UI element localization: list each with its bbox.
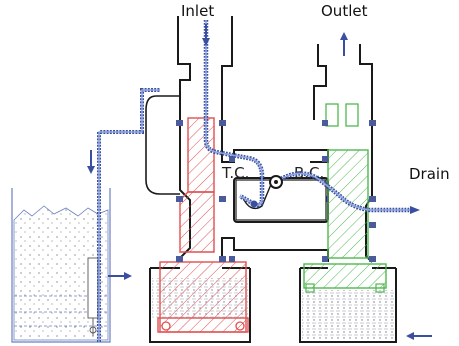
right-reservoir [302, 290, 394, 340]
supply-pipe [97, 88, 160, 342]
bypass-loop [145, 95, 180, 195]
drain-label: Drain [409, 165, 450, 183]
seals [176, 120, 376, 262]
flow-path-inlet [203, 20, 265, 208]
arrow-right-icon [108, 272, 132, 280]
arrow-left-icon [406, 332, 432, 340]
arrow-right-icon [410, 206, 420, 214]
level-gauge [87, 257, 99, 319]
left-reservoir [152, 278, 248, 318]
outlet-label: Outlet [321, 2, 368, 20]
supply-tank [11, 188, 111, 343]
tc-label: T.C. [221, 164, 249, 182]
right-spool [303, 103, 387, 293]
arrow-down-icon [87, 150, 95, 174]
tank-liquid [13, 205, 109, 341]
arrow-down-icon [202, 24, 210, 46]
flow-path-drain [274, 171, 412, 213]
inlet-label: Inlet [181, 2, 215, 20]
arrow-up-icon [340, 32, 348, 56]
rotor-tip [250, 200, 258, 208]
